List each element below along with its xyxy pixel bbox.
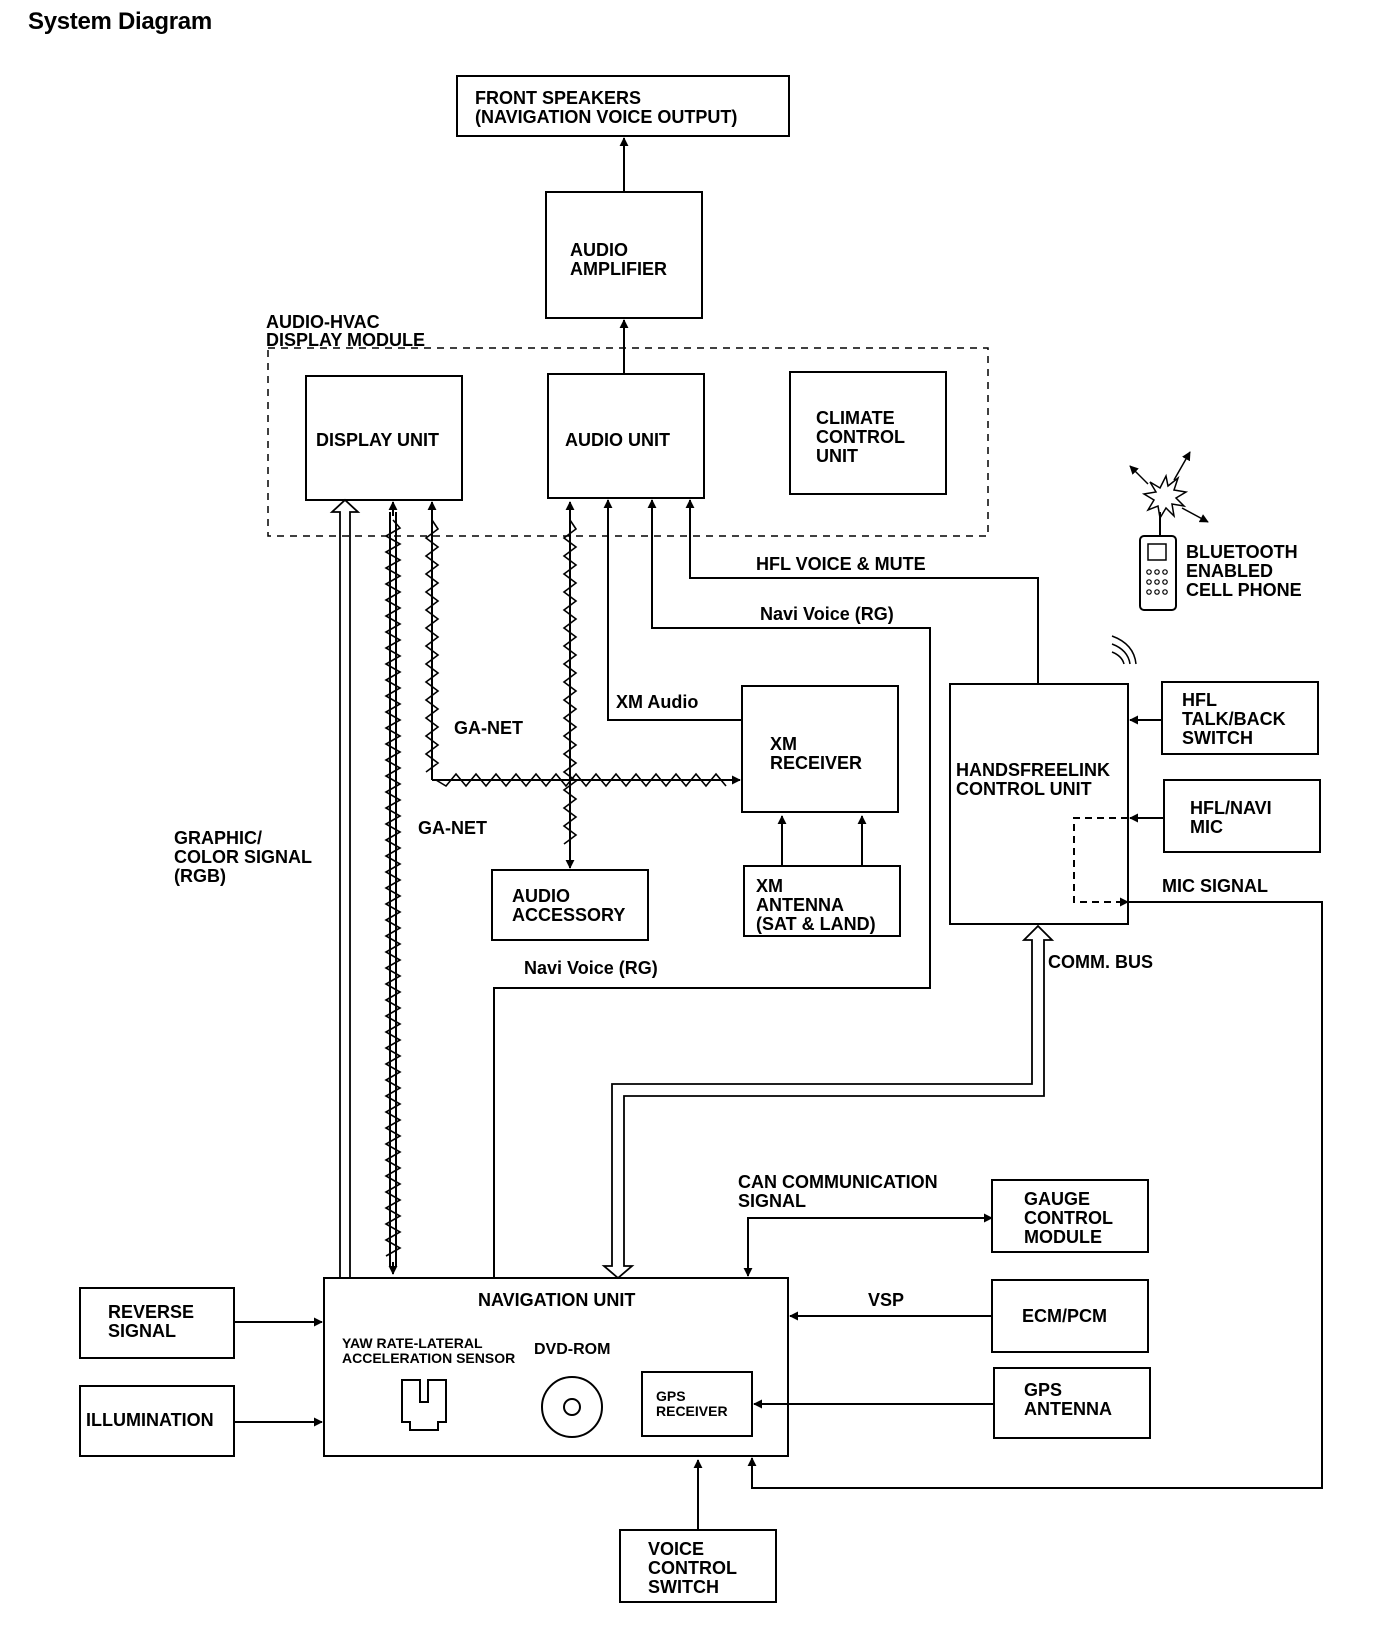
dvd-disc-icon bbox=[541, 1376, 603, 1438]
signal-burst-icon bbox=[1141, 473, 1189, 521]
graphic-color-signal-label: GRAPHIC/ COLOR SIGNAL (RGB) bbox=[174, 828, 317, 886]
yaw-sensor-icon bbox=[401, 1379, 447, 1431]
audio-hvac-group-label: AUDIO-HVAC DISPLAY MODULE bbox=[266, 312, 425, 350]
ga-net-label-1: GA-NET bbox=[454, 718, 523, 738]
svg-text:ILLUMINATION: ILLUMINATION bbox=[86, 1410, 214, 1430]
svg-text:NAVIGATION UNIT: NAVIGATION UNIT bbox=[478, 1290, 635, 1310]
svg-text:DISPLAY UNIT: DISPLAY UNIT bbox=[316, 430, 439, 450]
illumination-box: ILLUMINATION bbox=[79, 1385, 235, 1457]
svg-text:FRONT SPEAKERS(NAVIGATION VOIC: FRONT SPEAKERS(NAVIGATION VOICE OUTPUT) bbox=[475, 88, 737, 127]
svg-text:AUDIO UNIT: AUDIO UNIT bbox=[565, 430, 670, 450]
svg-text:ECM/PCM: ECM/PCM bbox=[1022, 1306, 1107, 1326]
ga-net-label-2: GA-NET bbox=[418, 818, 487, 838]
wireless-waves-icon bbox=[1111, 635, 1137, 665]
ga-net-zigzags bbox=[384, 519, 727, 1257]
page-title: System Diagram bbox=[28, 8, 212, 35]
audio-unit-box: AUDIO UNIT bbox=[547, 373, 705, 499]
comm-bus-label: COMM. BUS bbox=[1048, 952, 1153, 972]
vsp-label: VSP bbox=[868, 1290, 904, 1310]
navi-voice-bottom-label: Navi Voice (RG) bbox=[524, 958, 658, 978]
dvd-rom-label: DVD-ROM bbox=[534, 1341, 610, 1358]
can-communication-label: CAN COMMUNICATION SIGNAL bbox=[738, 1172, 943, 1211]
ecm-pcm-box: ECM/PCM bbox=[991, 1279, 1149, 1353]
front-speakers-box: FRONT SPEAKERS(NAVIGATION VOICE OUTPUT) bbox=[456, 75, 790, 137]
navi-voice-top-label: Navi Voice (RG) bbox=[760, 604, 894, 624]
audio-hvac-display-module-group bbox=[267, 347, 989, 537]
display-unit-box: DISPLAY UNIT bbox=[305, 375, 463, 501]
xm-audio-label: XM Audio bbox=[616, 692, 698, 712]
mic-signal-label: MIC SIGNAL bbox=[1162, 876, 1268, 896]
hfl-voice-mute-label: HFL VOICE & MUTE bbox=[756, 554, 926, 574]
